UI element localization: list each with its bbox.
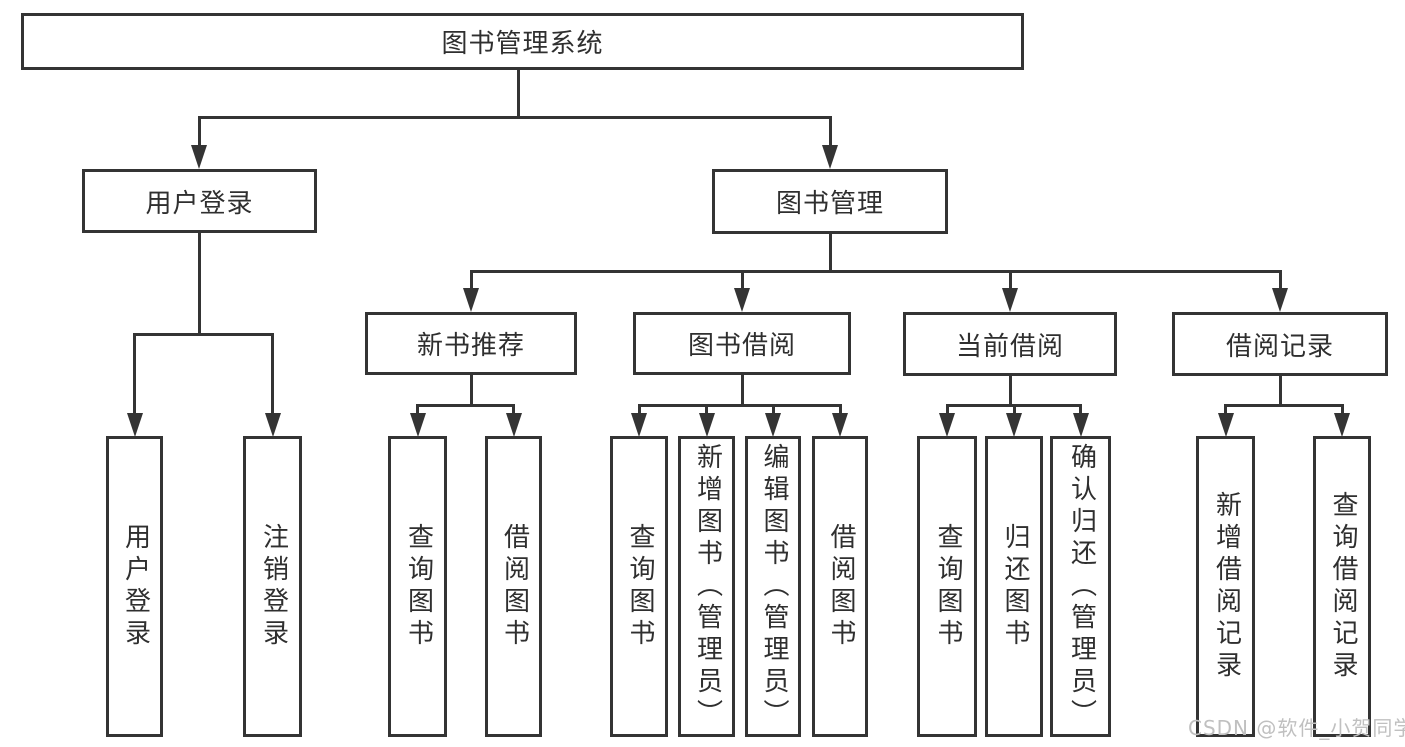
leaf-label: 归还图书: [999, 522, 1030, 651]
connector-trunk-book-management: [828, 233, 832, 272]
arrow-down-icon: [631, 413, 647, 437]
connector-drop: [133, 335, 136, 415]
leaf-add-borrow-record: 新增借阅记录: [1196, 436, 1255, 737]
leaf-label: 查询图书: [932, 522, 963, 651]
node-book-management: 图书管理: [712, 169, 948, 234]
arrow-down-icon: [409, 413, 426, 437]
arrow-down-icon: [191, 145, 207, 169]
leaf-add-book-admin: 新增图书（管理员）: [678, 436, 735, 737]
leaf-query-books-newbook: 查询图书: [388, 436, 447, 737]
connector-trunk-root: [516, 70, 520, 118]
connector-drop: [740, 272, 744, 290]
arrow-down-icon: [1072, 413, 1089, 437]
leaf-label: 查询图书: [624, 522, 655, 651]
connector-trunk-current-borrowing: [1008, 376, 1012, 406]
leaf-query-books-current: 查询图书: [917, 436, 977, 737]
leaf-user-login: 用户登录: [106, 436, 163, 737]
arrow-down-icon: [765, 413, 781, 437]
arrow-down-icon: [463, 288, 479, 312]
connector-drop: [1079, 406, 1082, 415]
node-label: 用户登录: [145, 188, 254, 219]
connector-rail-root: [197, 116, 832, 119]
arrow-down-icon: [1272, 288, 1288, 312]
connector-drop: [1008, 272, 1012, 290]
connector-rail-current-borrowing: [945, 404, 1082, 407]
node-label: 新书推荐: [416, 331, 525, 361]
node-label: 借阅记录: [1225, 331, 1334, 362]
node-book-borrowing: 图书借阅: [633, 312, 851, 375]
arrow-down-icon: [734, 288, 750, 312]
connector-drop: [1224, 406, 1227, 415]
watermark: CSDN @软件_小贺同学: [1188, 716, 1405, 740]
leaf-label: 新增借阅记录: [1211, 490, 1242, 683]
arrow-down-icon: [1217, 413, 1234, 437]
leaf-label: 编辑图书（管理员）: [758, 442, 789, 731]
leaf-borrow-books-newbook: 借阅图书: [485, 436, 542, 737]
leaf-return-books: 归还图书: [985, 436, 1043, 737]
connector-drop: [469, 272, 473, 290]
leaf-confirm-return-admin: 确认归还（管理员）: [1050, 436, 1111, 737]
arrow-down-icon: [126, 413, 143, 437]
connector-rail-new-book: [416, 404, 515, 407]
connector-drop: [416, 406, 419, 415]
connector-drop: [1012, 406, 1016, 415]
connector-drop: [945, 406, 949, 415]
arrow-down-icon: [939, 413, 955, 437]
leaf-query-books-borrowing: 查询图书: [610, 436, 668, 737]
arrow-down-icon: [1002, 288, 1018, 312]
connector-drop: [197, 118, 201, 148]
arrow-down-icon: [505, 413, 522, 437]
arrow-down-icon: [1006, 413, 1022, 437]
arrow-down-icon: [1334, 413, 1350, 437]
node-label: 图书管理系统: [441, 29, 604, 59]
connector-drop: [637, 406, 641, 415]
node-label: 图书管理: [775, 189, 884, 219]
node-borrowing-records: 借阅记录: [1172, 312, 1388, 376]
connector-drop: [1278, 272, 1282, 290]
node-current-borrowing: 当前借阅: [903, 312, 1117, 376]
leaf-label: 查询借阅记录: [1327, 490, 1358, 683]
leaf-edit-book-admin: 编辑图书（管理员）: [745, 436, 801, 737]
connector-trunk-borrowing-records: [1278, 376, 1282, 406]
node-new-book-recommendation: 新书推荐: [365, 312, 577, 375]
connector-rail-book-borrowing: [637, 404, 842, 407]
leaf-label: 确认归还（管理员）: [1066, 442, 1097, 731]
leaf-label: 注销登录: [258, 522, 289, 651]
node-user-login: 用户登录: [82, 169, 317, 233]
connector-rail-borrowing-records: [1224, 404, 1344, 407]
connector-drop: [828, 118, 832, 148]
connector-drop: [705, 406, 708, 415]
arrow-down-icon: [822, 145, 838, 169]
connector-trunk-new-book: [469, 375, 473, 406]
leaf-query-borrow-record: 查询借阅记录: [1313, 436, 1371, 737]
arrow-down-icon: [264, 413, 281, 437]
connector-drop: [1340, 406, 1344, 415]
connector-drop: [771, 406, 775, 415]
leaf-label: 用户登录: [120, 522, 151, 651]
leaf-borrow-books-borrowing: 借阅图书: [812, 436, 868, 737]
connector-trunk-user-login: [197, 233, 201, 335]
node-library-system: 图书管理系统: [21, 13, 1024, 70]
connector-drop: [271, 335, 274, 415]
arrow-down-icon: [832, 413, 848, 437]
leaf-label: 查询图书: [403, 522, 434, 651]
connector-rail-user-login: [133, 333, 274, 336]
arrow-down-icon: [698, 413, 715, 437]
leaf-label: 借阅图书: [499, 522, 530, 651]
connector-trunk-book-borrowing: [740, 375, 744, 406]
node-label: 图书借阅: [687, 331, 796, 361]
connector-drop: [512, 406, 515, 415]
node-label: 当前借阅: [955, 331, 1064, 362]
leaf-logout-login: 注销登录: [243, 436, 302, 737]
connector-drop: [838, 406, 842, 415]
leaf-label: 借阅图书: [825, 522, 856, 651]
connector-rail-book-management: [469, 270, 1282, 273]
leaf-label: 新增图书（管理员）: [692, 442, 723, 731]
